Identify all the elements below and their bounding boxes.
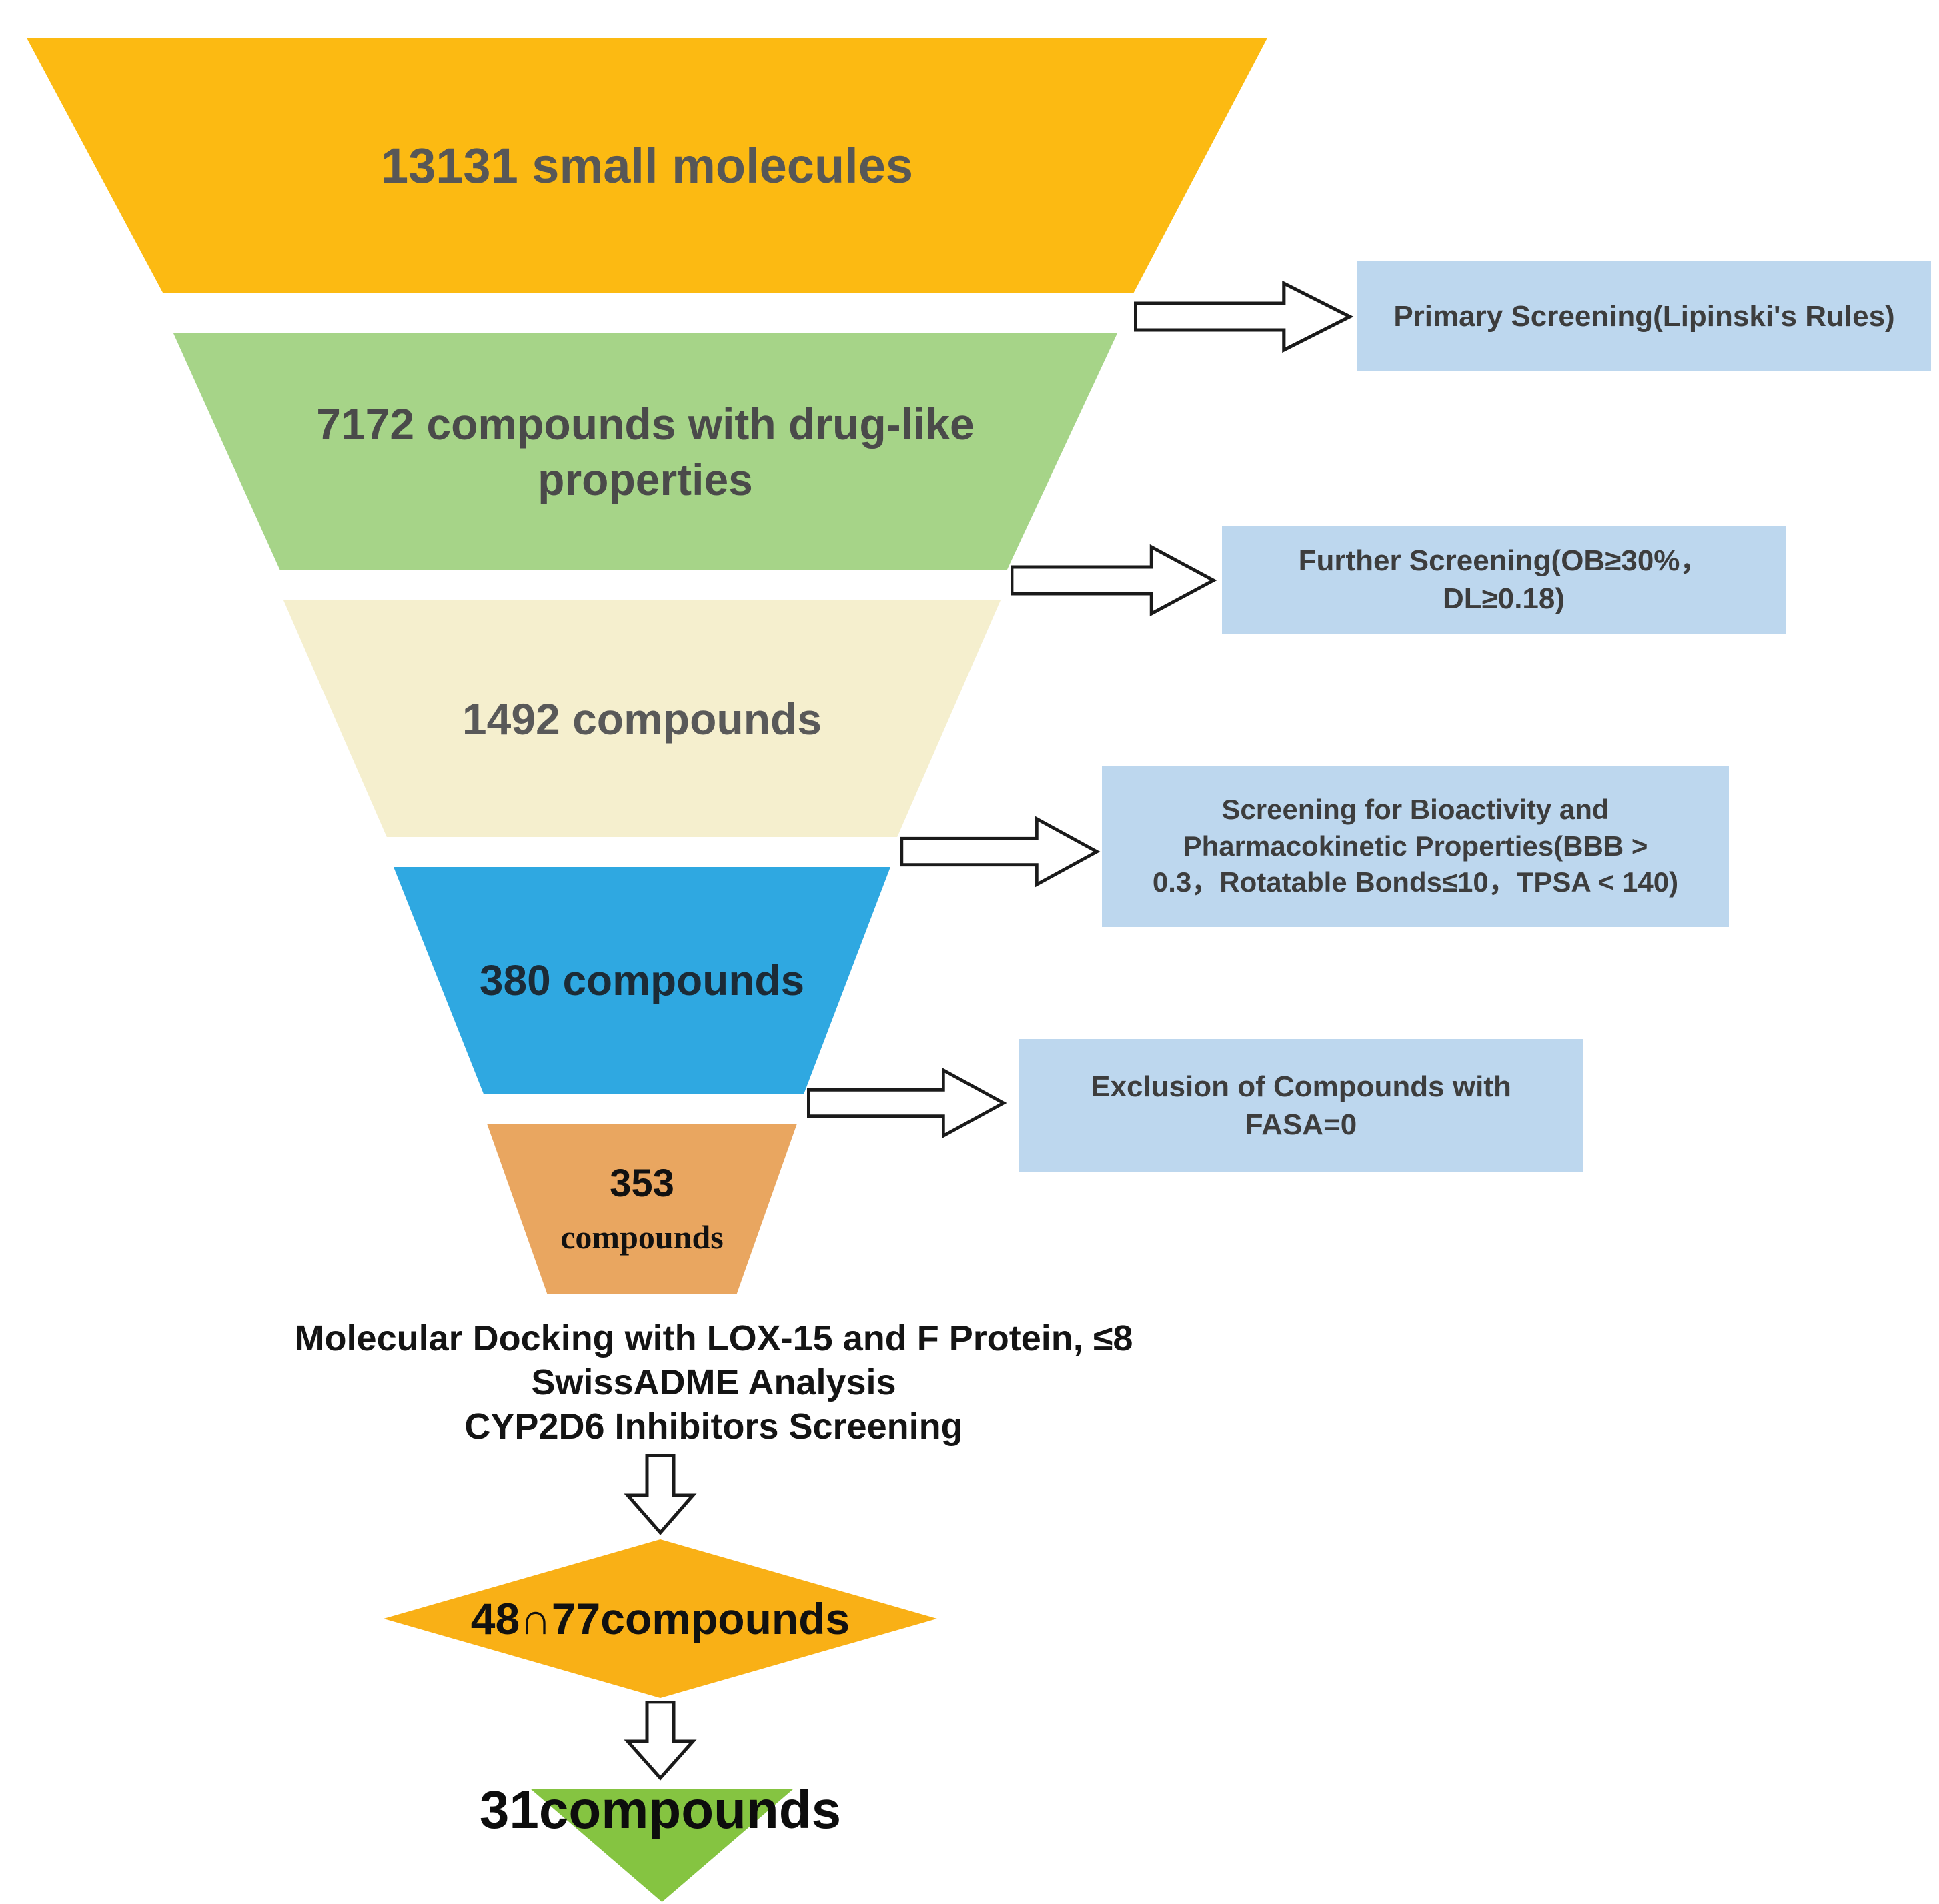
annotation-fasa-exclusion: Exclusion of Compounds with FASA=0 bbox=[1019, 1039, 1583, 1172]
funnel-layer-small-molecules: 13131 small molecules bbox=[27, 38, 1267, 293]
funnel-layer-1492-compounds: 1492 compounds bbox=[283, 600, 1001, 837]
annotation-label: Screening for Bioactivity and Pharmacoki… bbox=[1152, 794, 1679, 898]
funnel-layer-label: 13131 small molecules bbox=[380, 138, 914, 193]
funnel-layer-label: 7172 compounds with drug-like properties bbox=[316, 399, 975, 504]
result-label: 31compounds bbox=[479, 1780, 842, 1839]
annotation-label: Exclusion of Compounds with FASA=0 bbox=[1091, 1070, 1511, 1141]
annotation-further-screening: Further Screening(OB≥30%， DL≥0.18) bbox=[1222, 526, 1786, 634]
annotation-primary-screening: Primary Screening(Lipinski's Rules) bbox=[1357, 261, 1931, 371]
arrow-down-1-icon bbox=[624, 1454, 697, 1535]
funnel-layer-label: 1492 compounds bbox=[462, 694, 822, 744]
annotation-bioactivity-screening: Screening for Bioactivity and Pharmacoki… bbox=[1102, 766, 1729, 927]
analysis-steps-text: Molecular Docking with LOX-15 and F Prot… bbox=[203, 1317, 1224, 1449]
analysis-step-line: Molecular Docking with LOX-15 and F Prot… bbox=[294, 1318, 1133, 1358]
funnel-layer-380-compounds: 380 compounds bbox=[394, 867, 890, 1094]
funnel-layer-353-compounds: 353 compounds bbox=[487, 1124, 797, 1294]
arrow-right-4-icon bbox=[807, 1064, 1007, 1142]
arrow-right-2-icon bbox=[1011, 540, 1217, 620]
arrow-down-2-icon bbox=[624, 1701, 697, 1781]
funnel-layer-druglike-compounds: 7172 compounds with drug-like properties bbox=[173, 333, 1117, 570]
analysis-step-line: SwissADME Analysis bbox=[531, 1362, 896, 1402]
funnel-layer-word: compounds bbox=[560, 1218, 724, 1256]
arrow-right-1-icon bbox=[1134, 277, 1354, 357]
annotation-label: Further Screening(OB≥30%， DL≥0.18) bbox=[1298, 544, 1710, 615]
annotation-label: Primary Screening(Lipinski's Rules) bbox=[1393, 299, 1895, 333]
funnel-layer-label: 380 compounds bbox=[479, 956, 805, 1004]
arrow-right-3-icon bbox=[900, 812, 1101, 891]
funnel-layer-number: 353 bbox=[610, 1162, 674, 1205]
diamond-intersection-compounds: 48∩77compounds bbox=[384, 1539, 937, 1698]
diamond-label: 48∩77compounds bbox=[470, 1594, 850, 1643]
analysis-step-line: CYP2D6 Inhibitors Screening bbox=[464, 1406, 963, 1447]
